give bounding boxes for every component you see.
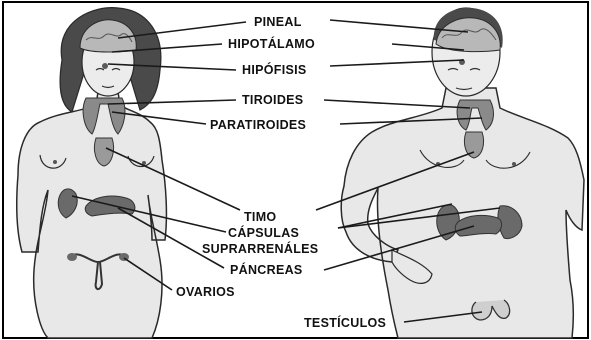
female-nipple-left [53,160,57,164]
label-suprarrenales: SUPRARRENÁLES [202,241,318,256]
label-testiculos: TESTÍCULOS [304,315,386,330]
label-hipofisis: HIPÓFISIS [242,62,307,77]
label-capsulas: CÁPSULAS [228,225,299,240]
label-pancreas: PÁNCREAS [230,262,303,277]
female-ovary-left [67,253,77,261]
label-ovarios: OVARIOS [176,285,235,299]
label-paratiroides: PARATIROIDES [210,118,306,132]
label-timo: TIMO [244,210,276,224]
label-tiroides: TIROIDES [242,93,303,107]
label-pineal: PINEAL [254,15,302,29]
female-pituitary [102,63,108,69]
male-nipple-right [512,162,516,166]
label-hipotalamo: HIPOTÁLAMO [228,36,315,51]
